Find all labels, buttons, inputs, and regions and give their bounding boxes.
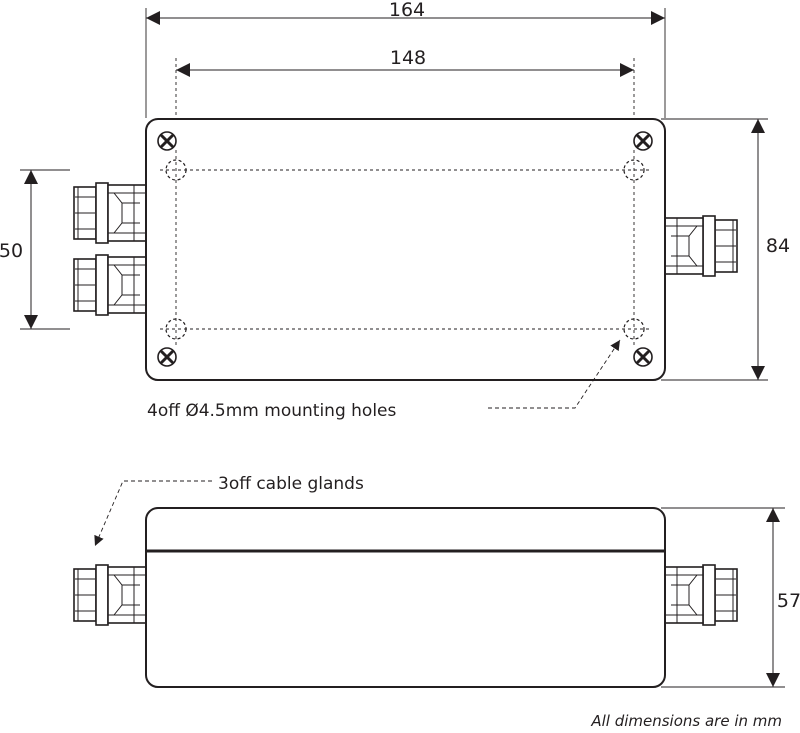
dim-label-overall-height: 84 <box>766 235 790 257</box>
screw-icon <box>156 346 178 368</box>
dim-label-hole-spacing-height: 50 <box>0 240 23 262</box>
cable-gland <box>665 216 737 276</box>
leader-line <box>94 480 212 547</box>
mounting-hole <box>623 318 645 340</box>
mounting-hole <box>623 159 645 181</box>
screw-icon <box>632 130 654 152</box>
cable-glands-note: 3off cable glands <box>218 474 364 494</box>
mounting-holes-note: 4off Ø4.5mm mounting holes <box>147 401 396 421</box>
units-footnote: All dimensions are in mm <box>590 712 782 730</box>
enclosure-side-view <box>145 507 666 688</box>
mounting-hole <box>165 159 187 181</box>
screw-icon <box>156 130 178 152</box>
leader-line <box>488 339 621 409</box>
cable-gland <box>665 565 737 625</box>
mounting-hole <box>165 318 187 340</box>
dim-label-depth: 57 <box>777 590 800 612</box>
dim-label-hole-spacing-width: 148 <box>390 47 426 69</box>
enclosure-top-view <box>145 118 666 381</box>
cable-gland <box>73 254 147 316</box>
cable-gland <box>73 564 147 626</box>
screw-icon <box>632 346 654 368</box>
cable-gland <box>73 182 147 244</box>
dim-label-overall-width: 164 <box>389 0 425 21</box>
